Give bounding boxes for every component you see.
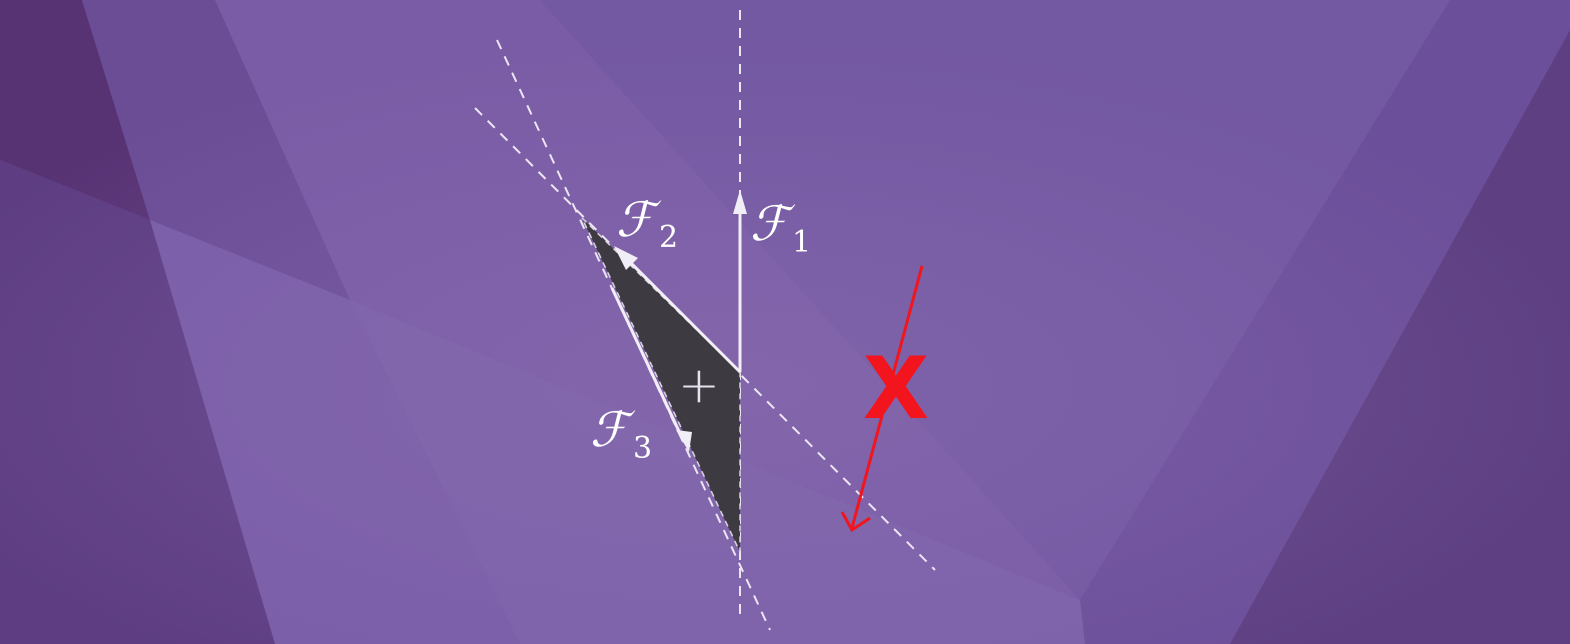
f3-subscript: 3: [633, 431, 652, 466]
red-arrow: [850, 265, 924, 529]
forbidden-x-mark: X: [863, 339, 929, 439]
force-arrows: [610, 190, 747, 452]
f3-arrow: [610, 287, 686, 443]
f1-subscript: 1: [792, 225, 811, 260]
f2-arrowhead: [614, 246, 638, 270]
f2-arrow: [620, 252, 742, 374]
f2-subscript: 2: [659, 220, 678, 255]
f3-arrowhead: [676, 430, 692, 452]
forbidden-force: X: [840, 265, 929, 533]
f1-arrowhead: [733, 190, 747, 214]
red-arrowhead: [840, 511, 871, 533]
centroid-marker: +: [678, 356, 720, 414]
